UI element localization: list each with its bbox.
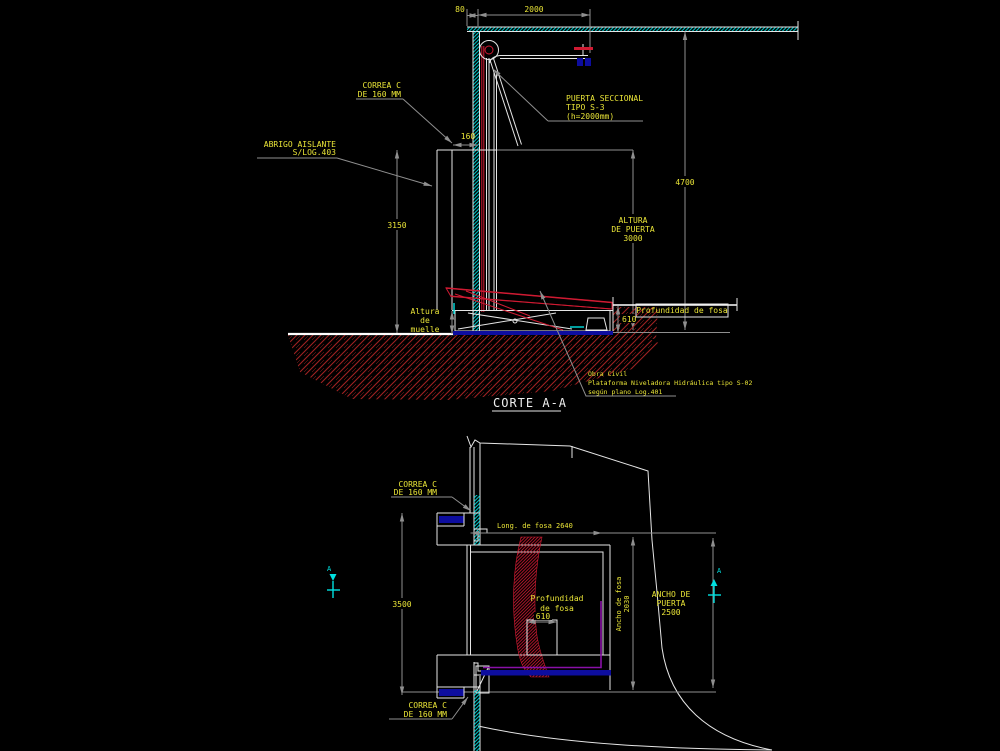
puerta-line2: TIPO S-3: [566, 103, 605, 112]
dim-610-text: 610: [622, 315, 637, 324]
dimension-ancho-fosa: Ancho de fosa 2030: [615, 537, 636, 690]
prof-plan-line1: Profundidad: [531, 594, 584, 603]
label-correa-plan-top: CORREA C DE 160 MM: [391, 480, 472, 512]
puerta-line1: PUERTA SECCIONAL: [566, 94, 643, 103]
label-puerta-seccional: PUERTA SECCIONAL TIPO S-3 (h=2000mm): [492, 68, 643, 122]
marker-a-left-text: A: [327, 565, 332, 573]
dim-80-text: 80: [455, 5, 465, 14]
abrigo-line1: ABRIGO AISLANTE: [264, 140, 336, 149]
note-obra-civil: Obra Civil Plataforma Niveladora Hidrául…: [539, 290, 752, 397]
correa-top-line2: DE 160 MM: [394, 488, 438, 497]
label-altura-muelle: Altura de muelle: [411, 307, 455, 334]
label-correa-section: CORREA C DE 160 MM: [356, 81, 453, 144]
ancho-fosa-line1: Ancho de fosa: [615, 577, 623, 632]
excavation-outline: [466, 435, 773, 751]
marker-a-right-text: A: [717, 567, 722, 575]
plan-view: Profundidad de fosa 610 Long. de fosa 26…: [327, 435, 773, 751]
ancho-puerta-line2: PUERTA: [657, 599, 686, 608]
wall-section: [472, 31, 480, 333]
door-track-assembly: [479, 40, 593, 312]
dimension-610-section: 610: [615, 306, 637, 333]
correa-bot-line1: CORREA C: [408, 701, 447, 710]
ancho-fosa-line2: 2030: [623, 596, 631, 613]
obra-line3: según plano Log.401: [588, 388, 662, 396]
track-hanger-bracket: [574, 44, 593, 66]
dim-610-plan-text: 610: [536, 612, 551, 621]
pit-rectangle: [470, 536, 604, 678]
long-fosa-text: Long. de fosa 2640: [497, 522, 573, 530]
abrigo-line2: S/LOG.403: [293, 148, 337, 157]
door-opening-frame: [436, 149, 633, 310]
dock-leveler: [445, 287, 614, 335]
correa-line2: DE 160 MM: [358, 90, 402, 99]
corte-a-a-title: CORTE A-A: [493, 396, 567, 410]
roof-deck: [467, 21, 799, 40]
ancho-puerta-line1: ANCHO DE: [652, 590, 691, 599]
leveler-lip-plate: [445, 287, 613, 331]
dimension-160: 160: [453, 132, 478, 148]
dimension-80: 80: [455, 5, 478, 26]
section-marker-a-right: A: [708, 567, 722, 603]
puerta-line3: (h=2000mm): [566, 112, 614, 121]
label-ancho-puerta: ANCHO DE PUERTA 2500: [652, 538, 716, 688]
muelle-line3: muelle: [411, 325, 440, 334]
altura-puerta-line1: ALTURA: [619, 216, 648, 225]
correa-bot-line2: DE 160 MM: [404, 710, 448, 719]
dim-160-text: 160: [461, 132, 476, 141]
dimension-2000: 2000: [477, 5, 591, 53]
dimension-4700: 4700: [671, 31, 699, 330]
dimension-altura-puerta: ALTURA DE PUERTA 3000: [603, 150, 663, 330]
correa-line1: CORREA C: [362, 81, 401, 90]
section-marker-a-left: A: [327, 565, 340, 598]
obra-line1: Obra Civil: [588, 370, 627, 378]
altura-puerta-line3: 3000: [623, 234, 642, 243]
truck-level-line: [613, 298, 738, 333]
profundidad-fosa-label: Profundidad de fosa: [636, 306, 728, 315]
muelle-line2: de: [420, 316, 430, 325]
section-view: 2000 80: [257, 5, 799, 412]
dim-3500-text: 3500: [392, 600, 411, 609]
prof-plan-line2: de fosa: [540, 604, 574, 613]
altura-puerta-line2: DE PUERTA: [611, 225, 655, 234]
plan-wall-lower: [436, 601, 611, 751]
label-abrigo-aislante: ABRIGO AISLANTE S/LOG.403: [257, 140, 433, 187]
label-profundidad-plan: Profundidad de fosa 610: [527, 594, 584, 625]
dimension-3150: 3150: [383, 150, 412, 333]
dimension-long-fosa: Long. de fosa 2640: [470, 522, 716, 536]
obra-line2: Plataforma Niveladora Hidráulica tipo S-…: [588, 379, 752, 387]
profundidad-fosa-box: Profundidad de fosa: [635, 303, 729, 318]
label-correa-plan-bottom: CORREA C DE 160 MM: [389, 696, 469, 720]
correa-top-line1: CORREA C: [398, 480, 437, 489]
spring-drum: [479, 40, 499, 60]
ancho-puerta-line3: 2500: [661, 608, 680, 617]
dim-3150-text: 3150: [387, 221, 406, 230]
dim-2000-text: 2000: [524, 5, 543, 14]
dim-4700-text: 4700: [675, 178, 694, 187]
section-title: CORTE A-A: [492, 396, 567, 412]
muelle-line1: Altura: [411, 307, 440, 316]
